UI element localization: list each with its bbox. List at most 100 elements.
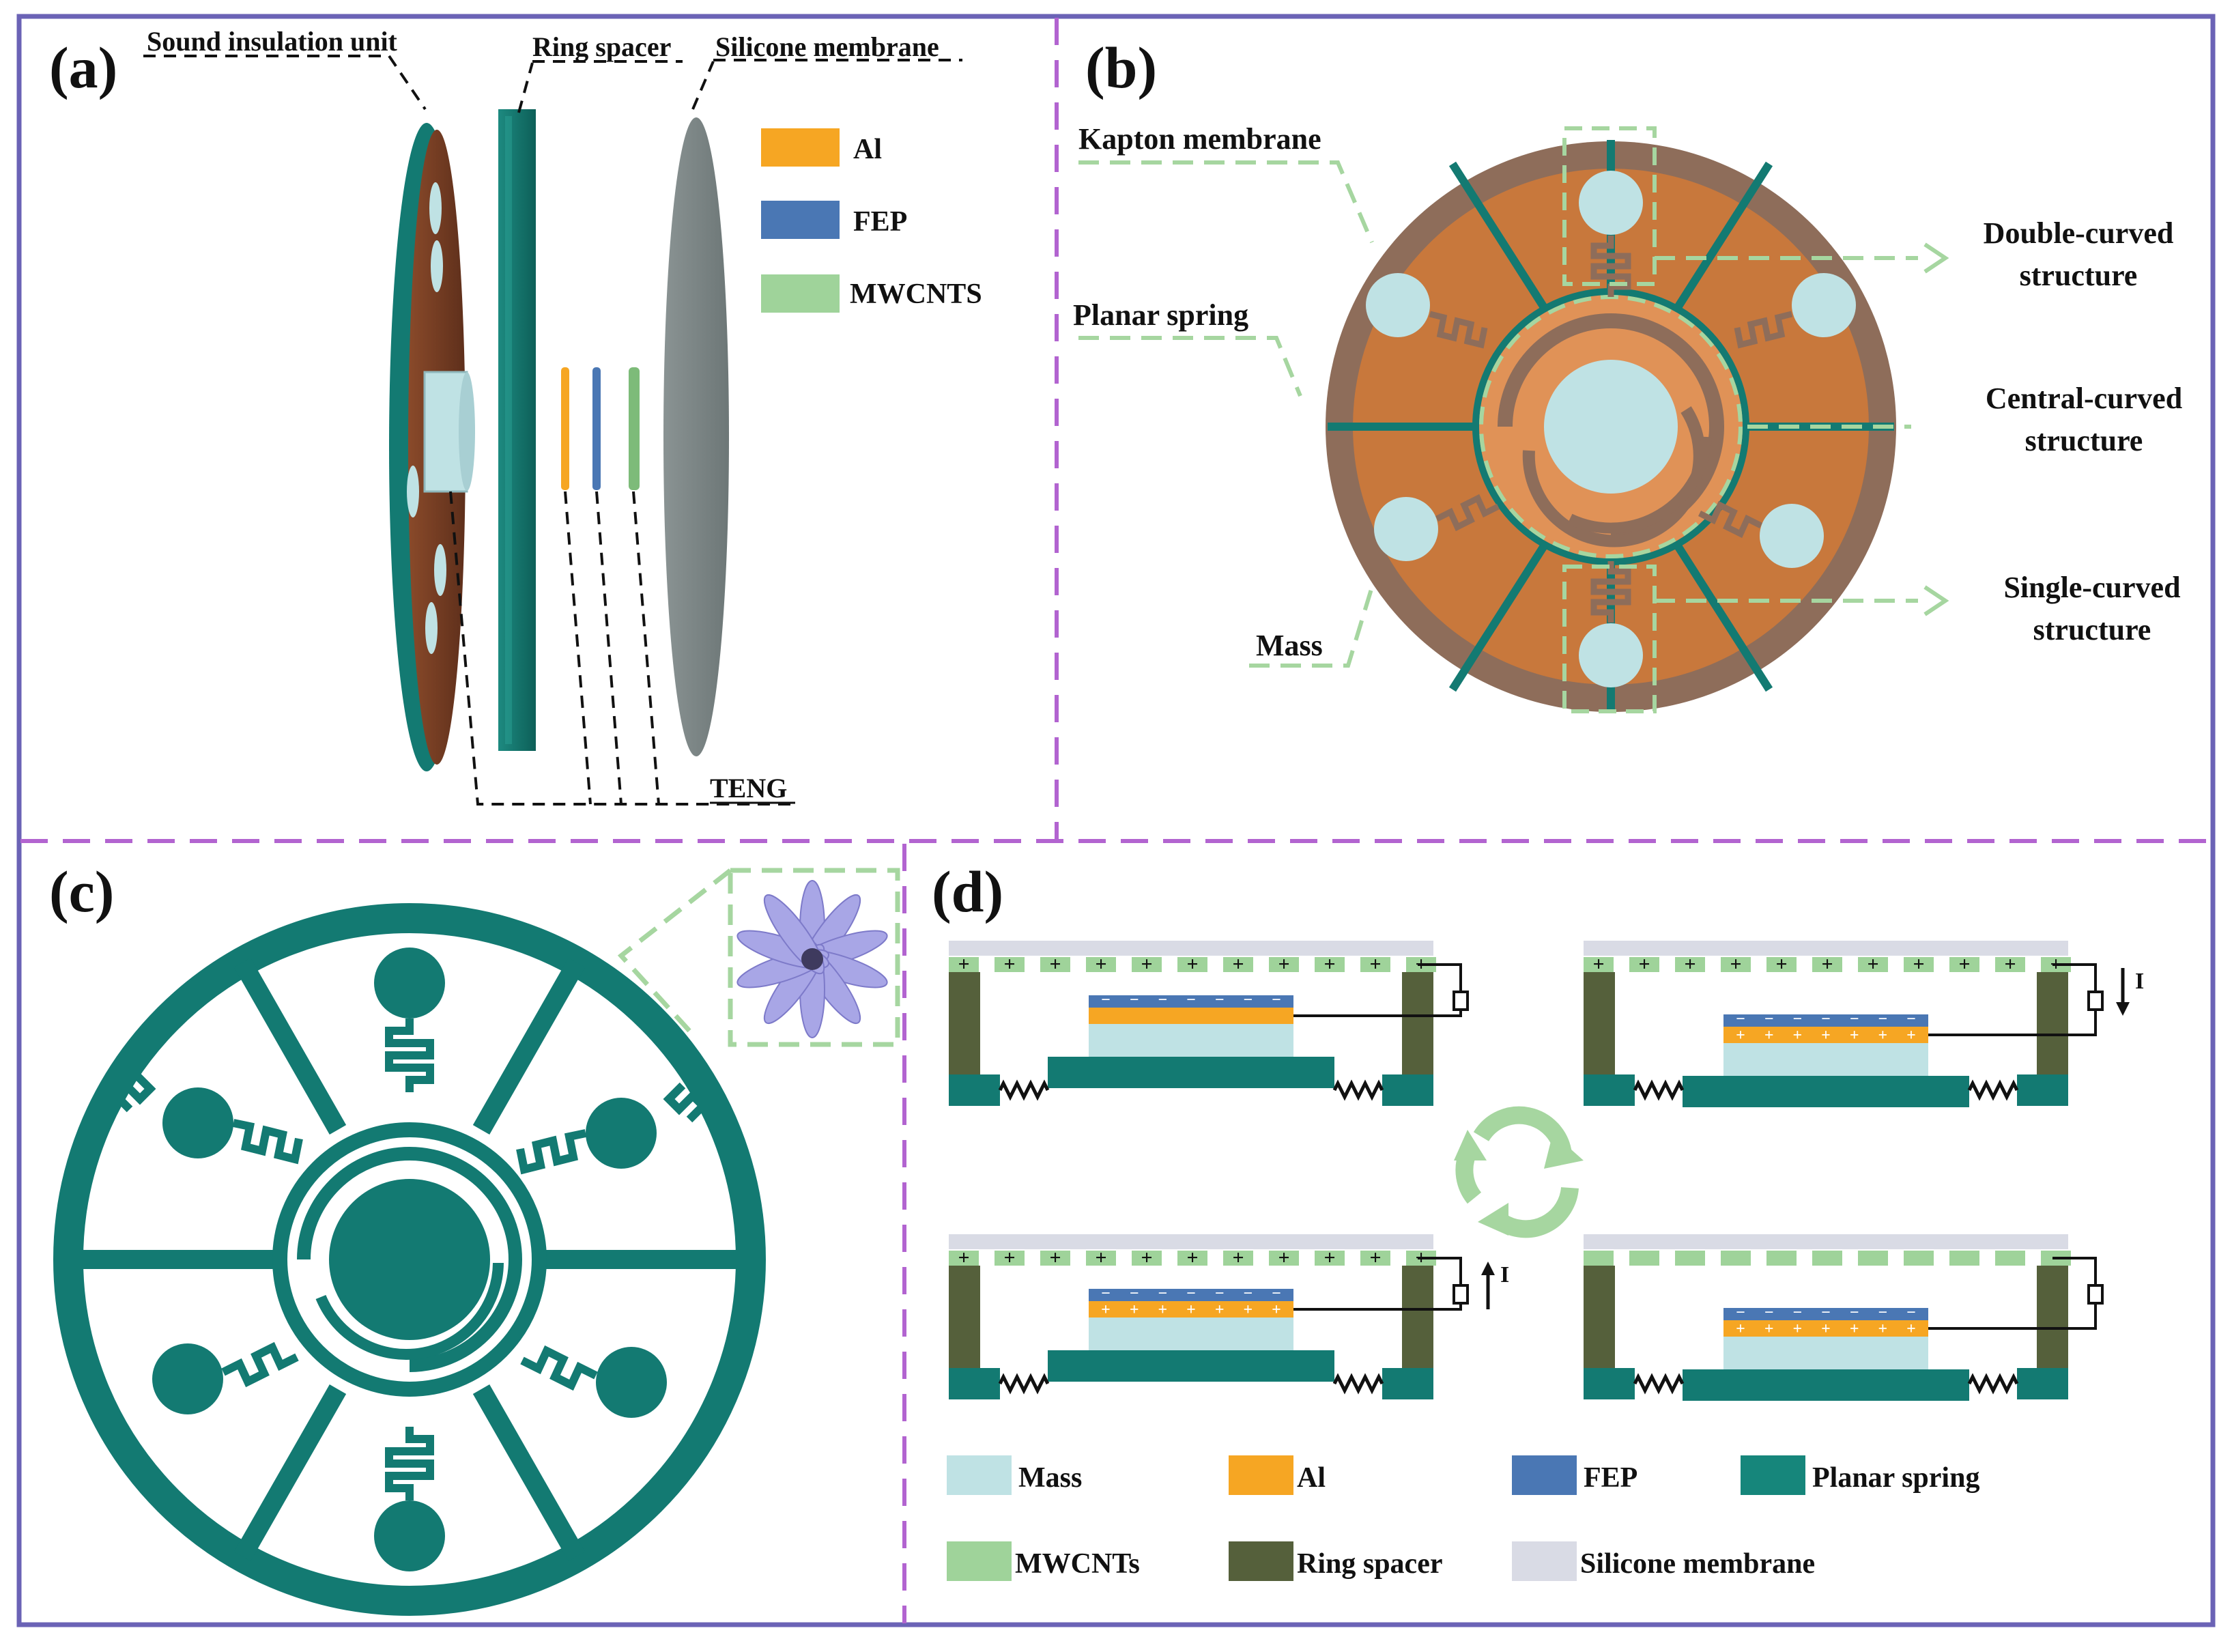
plus-charge: + [1232,1247,1244,1269]
current-arrow-head [1481,1262,1495,1275]
minus-charge: − [1821,1010,1831,1028]
ring-spacer-left [1584,1266,1615,1368]
plus-charge: + [1369,953,1381,975]
plus-charge: + [1638,953,1650,975]
plus-charge-al: + [1878,1320,1887,1338]
minus-charge: − [1215,1285,1225,1302]
mwcnts-segment [1040,957,1070,972]
minus-charge: − [1101,991,1111,1009]
legend-label-silicone-membrane: Silicone membrane [1580,1548,1815,1580]
plus-charge: + [1049,953,1061,975]
kapton-disk [1326,126,1896,713]
spring-pad-left [1584,1368,1635,1399]
legend-swatch-fep-d [1512,1455,1577,1495]
circuit-wire-top [1418,1257,1462,1285]
mwcnts-segment [1904,957,1934,972]
mwcnts-segment [1629,1251,1659,1266]
legend-label-mass: Mass [1018,1462,1082,1494]
minus-charge: − [1215,991,1225,1009]
mwcnts-segment [1675,1251,1705,1266]
plus-charge: + [1324,953,1335,975]
panel-c-letter: (c) [49,859,114,924]
plus-charge-al: + [1906,1027,1916,1044]
legend-swatch-mwcnts [761,274,840,313]
plus-charge-al: + [1821,1027,1831,1044]
planar-spring-beam [1683,1076,1969,1107]
panel-b: (b) [1073,35,2182,713]
plus-charge: + [1186,1247,1198,1269]
legend-label-fep-d: FEP [1584,1462,1637,1494]
legend-swatch-al [761,128,840,167]
teng-cell-4: −+−+−+−+−+−+−+ [1584,1234,2104,1401]
mwcnts-segment [1223,957,1253,972]
planar-spring-beam [1683,1369,1969,1401]
mwcnts-segment [1858,1251,1888,1266]
panel-c: (c) [49,859,900,1616]
spring-pad-left [949,1074,1000,1106]
plus-charge: + [1821,953,1833,975]
panel-a-letter: (a) [49,35,117,100]
mwcnts-segment [1949,957,1979,972]
fep-layer [1723,1014,1928,1027]
legend-swatch-mwcnts-d [947,1541,1012,1581]
planar-spring-beam [1048,1057,1334,1088]
plus-charge-al: + [1764,1027,1774,1044]
legend-swatch-planar-spring [1741,1455,1805,1495]
teng-cell-1: +++++++++++−−−−−−− [949,941,1469,1106]
plus-charge: + [1003,1247,1015,1269]
plus-charge: + [958,1247,969,1269]
flower-icon [736,880,888,1038]
panel-a-leaders [143,55,962,806]
panel-b-arrowheads [1923,242,1949,616]
callout-mass: Mass [1256,629,1323,662]
minus-charge: − [1878,1304,1887,1322]
ring-spacer-part [498,109,536,751]
minus-charge: − [1736,1304,1745,1322]
load-resistor [2087,1284,2104,1305]
plus-charge: + [1867,953,1878,975]
plus-charge: + [1141,1247,1152,1269]
legend-swatch-silicone-membrane [1512,1541,1577,1581]
callout-silicone-membrane: Silicone membrane [715,31,939,62]
mwcnts-segment [1086,957,1116,972]
mwcnts-segment [1721,1251,1751,1266]
silicone-membrane-part [663,117,729,756]
coil-spring-right [1332,1373,1384,1395]
planar-spring-layout [53,903,766,1616]
panel-d: (d) +++++++++++−−−−−−−+++++++++++−+−+−+−… [932,859,2144,1581]
plus-charge-al: + [1272,1301,1281,1319]
panel-b-letter: (b) [1085,35,1157,100]
plus-charge-al: + [1850,1320,1859,1338]
plus-charge: + [1232,953,1244,975]
plus-charge-al: + [1130,1301,1139,1319]
mwcnts-segment [1766,1251,1797,1266]
minus-charge: − [1850,1010,1859,1028]
al-layer [1723,1320,1928,1337]
al-layer [1089,1008,1293,1024]
load-resistor [2087,991,2104,1011]
panel-b-leaders [1078,160,1918,668]
plus-charge: + [1324,1247,1335,1269]
plus-charge-al: + [1878,1027,1887,1044]
minus-charge: − [1850,1304,1859,1322]
panel-a-legend: Al FEP MWCNTS [761,128,982,313]
legend-label-ring-spacer: Ring spacer [1297,1548,1443,1580]
silicone-layer [1584,1234,2068,1249]
mwcnts-segment [1812,1251,1842,1266]
plus-charge: + [1684,953,1696,975]
plus-charge-al: + [1736,1027,1745,1044]
fep-layer [1723,1308,1928,1320]
mwcnts-segment [1675,957,1705,972]
minus-charge: − [1130,991,1139,1009]
outer-masses [1366,171,1856,687]
mwcnts-segment [995,1251,1025,1266]
coil-spring-right [1967,1079,2019,1101]
callout-single-curved-line2: structure [2033,613,2151,646]
legend-swatch-al-d [1229,1455,1293,1495]
fep-layer [1089,995,1293,1008]
circuit-wire-bottom [1928,1303,2097,1330]
coil-spring-right [1967,1373,2019,1395]
current-label: I [2135,969,2144,994]
current-label: I [1500,1262,1509,1287]
legend-label-al: Al [853,134,882,165]
